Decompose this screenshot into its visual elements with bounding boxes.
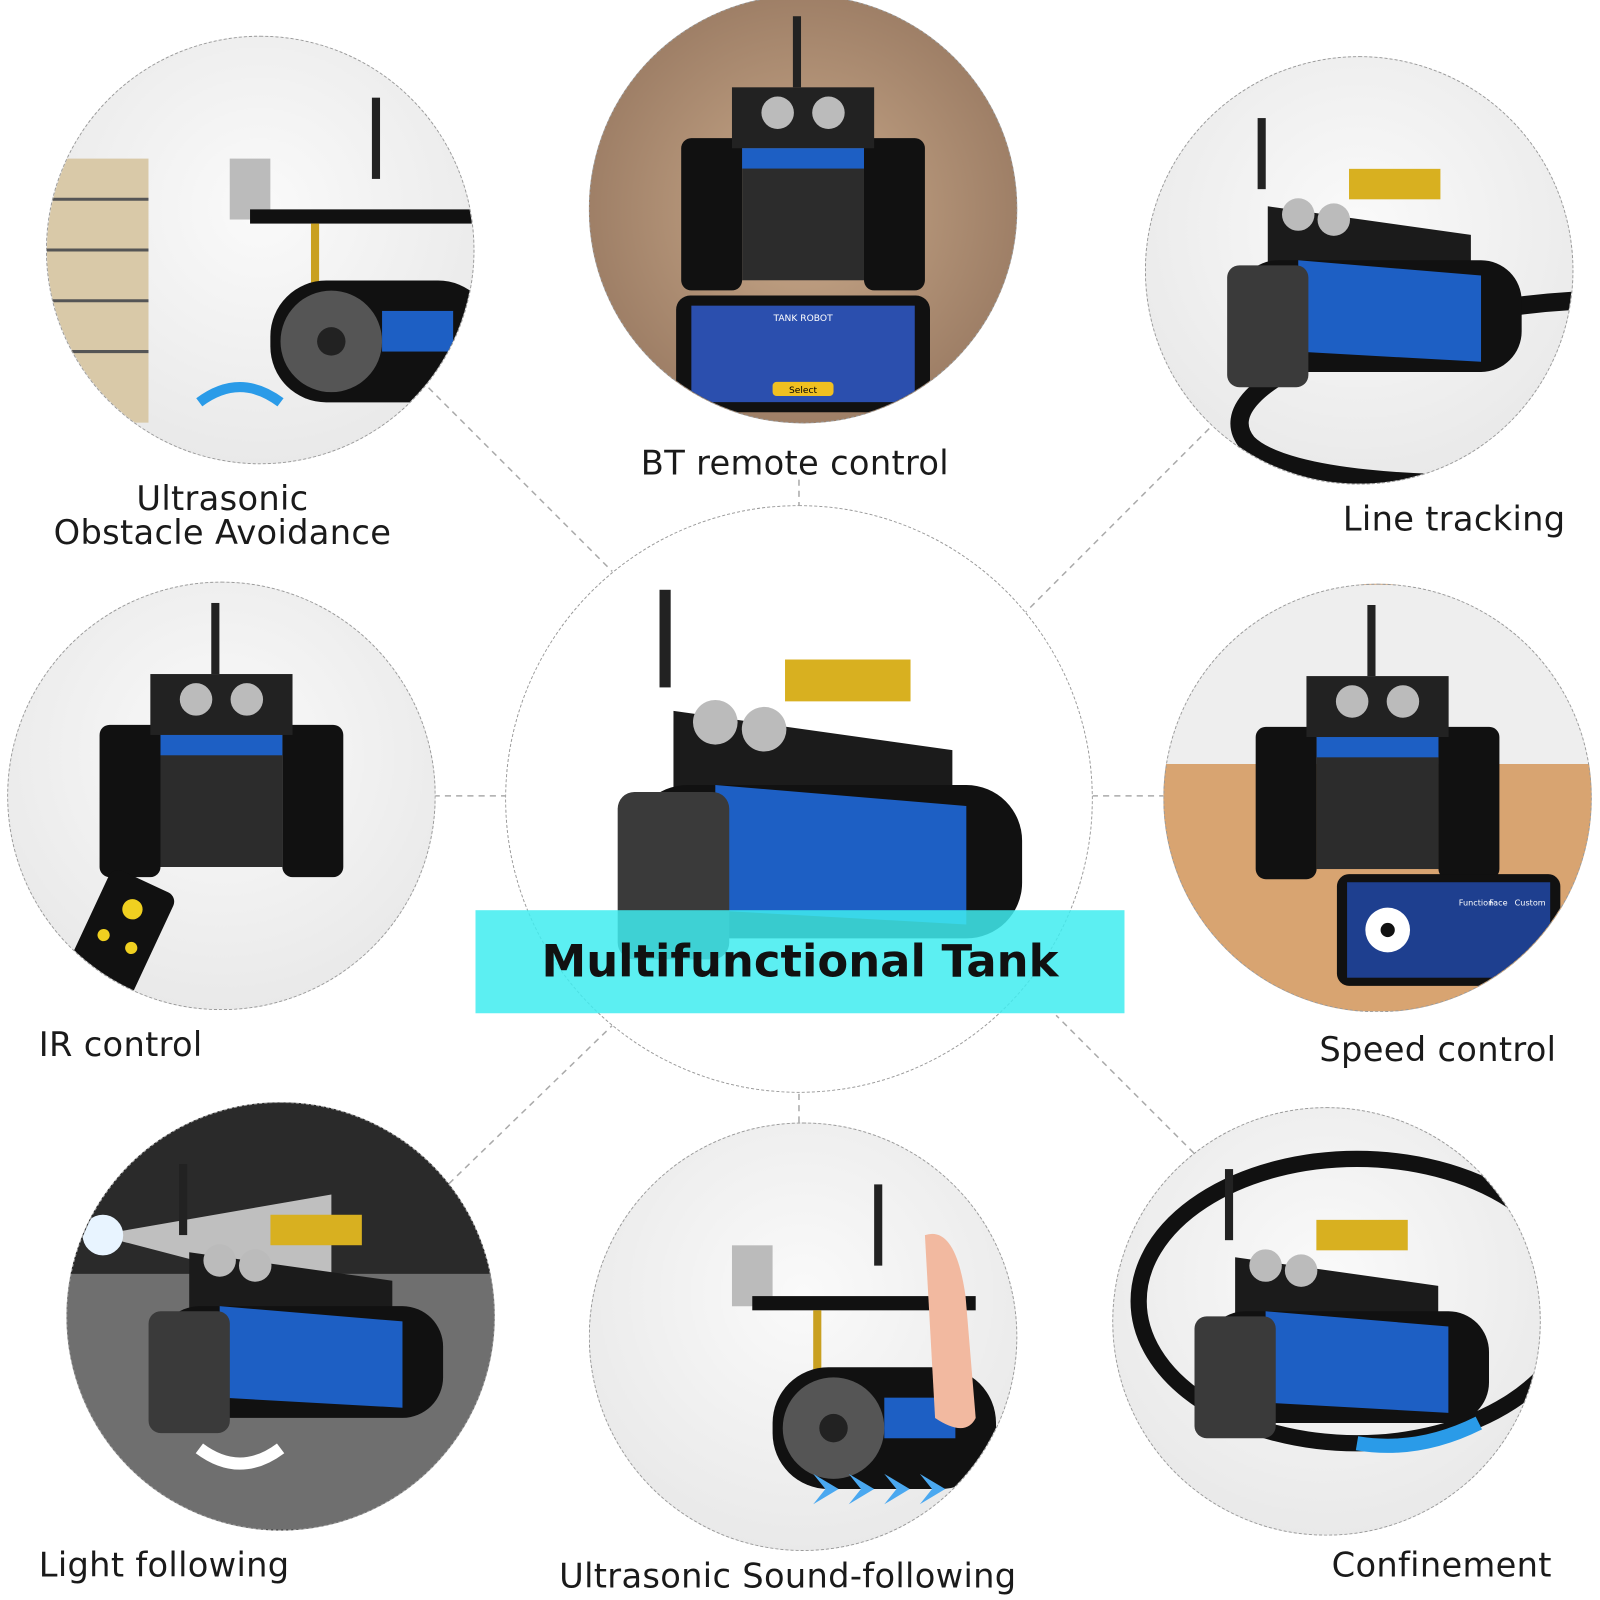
label-line: Ultrasonic <box>136 478 309 519</box>
feature-image-bt-remote-control: TANK ROBOT Select <box>588 0 1018 424</box>
feature-label-bt-remote-control: BT remote control <box>640 442 949 483</box>
phone-tab-custom: Custom <box>1515 898 1546 908</box>
phone-tab-face: Face <box>1489 898 1507 908</box>
phone-tab-function: Function <box>1459 898 1494 908</box>
phone-screen-title: TANK ROBOT <box>772 314 833 324</box>
feature-image-ultrasonic-obstacle-avoidance <box>45 35 475 465</box>
feature-label-ir-control: IR control <box>38 1024 203 1065</box>
label-line: Obstacle Avoidance <box>53 512 392 553</box>
page-title: Multifunctional Tank <box>541 935 1059 988</box>
title-banner: Multifunctional Tank <box>475 910 1125 1014</box>
feature-label-ultrasonic-obstacle-avoidance: Ultrasonic Obstacle Avoidance <box>41 482 404 549</box>
feature-label-confinement: Confinement <box>1331 1544 1552 1585</box>
feature-image-ultrasonic-sound-following <box>588 1122 1018 1552</box>
feature-image-ir-control <box>7 581 436 1011</box>
arrow-icon <box>195 1443 285 1470</box>
arrow-icon <box>1355 1416 1483 1453</box>
phone-select-button: Select <box>789 386 818 396</box>
feature-image-light-following <box>66 1102 495 1531</box>
feature-label-light-following: Light following <box>38 1544 290 1585</box>
feature-label-speed-control: Speed control <box>1319 1029 1557 1070</box>
feature-image-line-tracking <box>1144 56 1574 485</box>
feature-label-ultrasonic-sound-following: Ultrasonic Sound-following <box>559 1556 1017 1596</box>
feature-label-line-tracking: Line tracking <box>1342 498 1566 539</box>
feature-image-confinement <box>1112 1107 1541 1536</box>
arrow-icon <box>196 382 284 407</box>
